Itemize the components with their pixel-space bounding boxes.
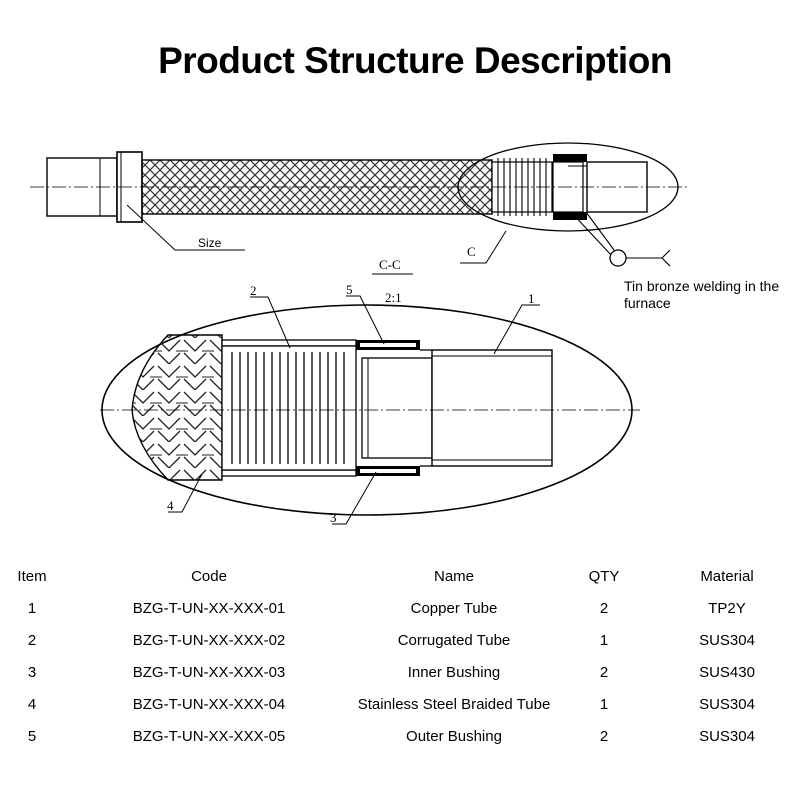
cell-qty: 1	[599, 631, 609, 649]
cell-name: Stainless Steel Braided Tube	[357, 695, 551, 713]
parts-table: Item Code Name QTY Material 1 BZG-T-UN-X…	[0, 560, 800, 752]
table-row: 4 BZG-T-UN-XX-XXX-04 Stainless Steel Bra…	[0, 688, 800, 720]
table-row: 5 BZG-T-UN-XX-XXX-05 Outer Bushing 2 SUS…	[0, 720, 800, 752]
callout-4: 4	[167, 498, 174, 513]
cell-name: Outer Bushing	[406, 727, 502, 745]
welding-note: Tin bronze welding in the furnace	[624, 278, 780, 311]
cell-material: TP2Y	[708, 599, 746, 617]
cell-qty: 2	[599, 663, 609, 681]
col-header-qty: QTY	[588, 567, 620, 585]
table-row: 3 BZG-T-UN-XX-XXX-03 Inner Bushing 2 SUS…	[0, 656, 800, 688]
scale-label: 2:1	[385, 290, 402, 305]
cell-item: 3	[27, 663, 37, 681]
cell-code: BZG-T-UN-XX-XXX-01	[132, 599, 286, 617]
col-header-code: Code	[191, 567, 227, 585]
table-header-row: Item Code Name QTY Material	[0, 560, 800, 592]
section-label: C-C	[379, 257, 401, 272]
cell-material: SUS304	[699, 727, 755, 745]
callout-1: 1	[528, 291, 535, 306]
section-detail	[100, 273, 640, 525]
cell-code: BZG-T-UN-XX-XXX-03	[132, 663, 286, 681]
cell-code: BZG-T-UN-XX-XXX-02	[132, 631, 286, 649]
callout-3: 3	[330, 510, 337, 525]
cell-item: 2	[27, 631, 37, 649]
page-title: Product Structure Description	[158, 40, 672, 81]
cell-qty: 2	[599, 599, 609, 617]
table-row: 1 BZG-T-UN-XX-XXX-01 Copper Tube 2 TP2Y	[0, 592, 800, 624]
cell-item: 5	[27, 727, 37, 745]
structure-drawing	[30, 142, 690, 525]
cell-item: 4	[27, 695, 37, 713]
cell-name: Copper Tube	[410, 599, 498, 617]
table-row: 2 BZG-T-UN-XX-XXX-02 Corrugated Tube 1 S…	[0, 624, 800, 656]
cell-material: SUS304	[699, 631, 755, 649]
cell-item: 1	[27, 599, 37, 617]
callout-2: 2	[250, 283, 257, 298]
cell-qty: 2	[599, 727, 609, 745]
callout-5: 5	[346, 282, 353, 297]
cell-code: BZG-T-UN-XX-XXX-04	[132, 695, 286, 713]
section-marker-c: C	[467, 244, 476, 259]
cell-name: Corrugated Tube	[397, 631, 511, 649]
cell-material: SUS304	[699, 695, 755, 713]
cell-material: SUS430	[699, 663, 755, 681]
col-header-material: Material	[700, 567, 754, 585]
hose-overview	[30, 142, 690, 267]
col-header-name: Name	[433, 567, 474, 585]
cell-code: BZG-T-UN-XX-XXX-05	[132, 727, 286, 745]
col-header-item: Item	[17, 567, 47, 585]
cell-name: Inner Bushing	[407, 663, 501, 681]
cell-qty: 1	[599, 695, 609, 713]
size-label: Size	[198, 236, 222, 250]
